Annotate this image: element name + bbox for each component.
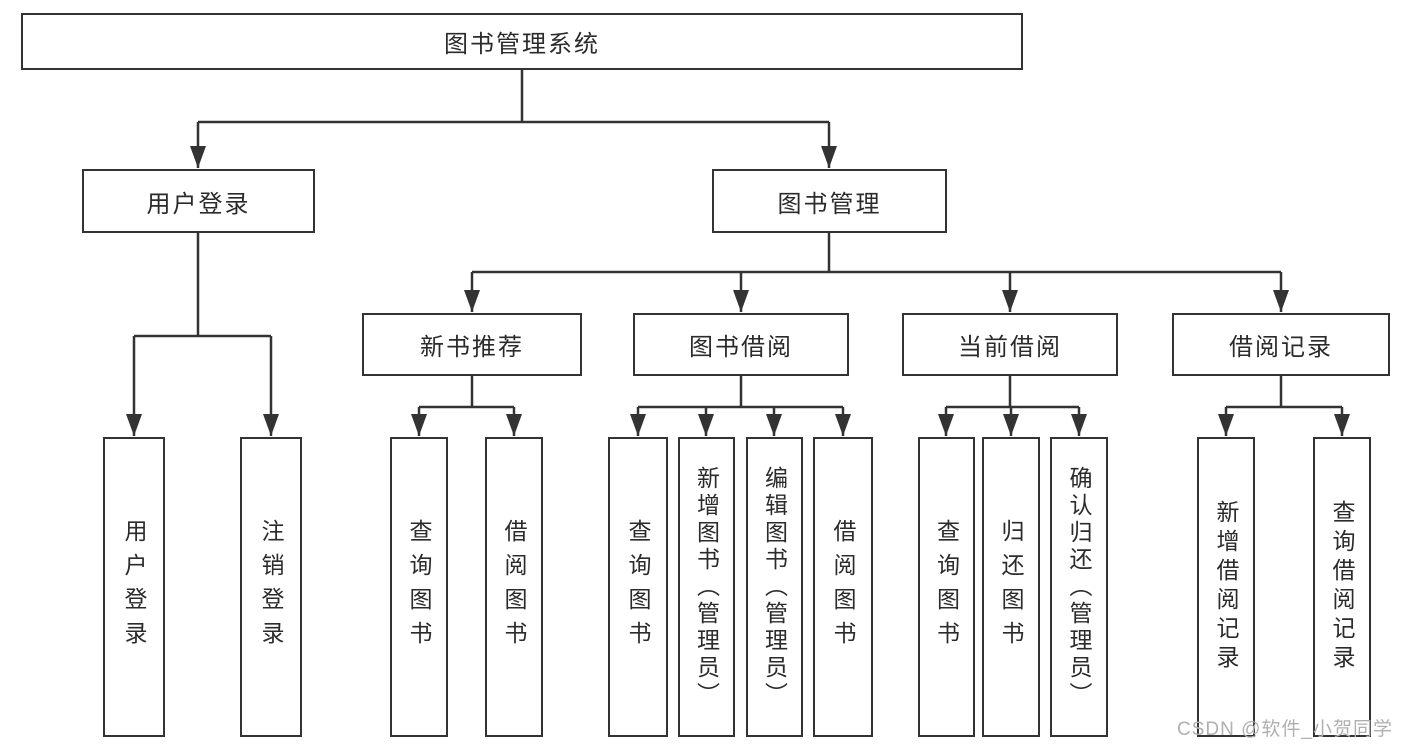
- leaf-cb-confirm-return-admin-label: 确认归还（管理员）: [1066, 465, 1092, 709]
- leaf-user-login-label: 用户登录: [121, 519, 147, 655]
- leaf-br-add-record-label: 新增借阅记录: [1213, 500, 1239, 674]
- leaf-user-login: 用户登录: [103, 437, 165, 737]
- leaf-cb-return-book-label: 归还图书: [998, 519, 1024, 655]
- node-root: 图书管理系统: [21, 13, 1023, 70]
- node-user-login-label: 用户登录: [146, 190, 251, 218]
- leaf-nbr-borrow-book: 借阅图书: [485, 437, 543, 737]
- leaf-bb-query-book: 查询图书: [608, 437, 668, 737]
- leaf-bb-edit-book-admin: 编辑图书（管理员）: [746, 437, 803, 737]
- node-borrow-record-label: 借阅记录: [1229, 334, 1333, 361]
- watermark: CSDN @软件_小贺同学: [1177, 719, 1393, 740]
- node-book-management-label: 图书管理: [777, 190, 882, 218]
- leaf-nbr-query-book: 查询图书: [390, 437, 448, 737]
- leaf-bb-add-book-admin-label: 新增图书（管理员）: [693, 465, 720, 709]
- leaf-bb-query-book-label: 查询图书: [625, 519, 651, 655]
- node-current-borrow: 当前借阅: [902, 313, 1118, 376]
- node-new-book-recommend-label: 新书推荐: [420, 334, 524, 361]
- node-user-login: 用户登录: [82, 169, 315, 233]
- node-book-management: 图书管理: [712, 169, 947, 233]
- node-book-borrow-label: 图书借阅: [689, 334, 793, 361]
- leaf-br-add-record: 新增借阅记录: [1197, 437, 1255, 737]
- leaf-br-query-record-label: 查询借阅记录: [1329, 500, 1355, 674]
- leaf-logout-label: 注销登录: [258, 519, 284, 655]
- leaf-bb-borrow-book: 借阅图书: [813, 437, 873, 737]
- leaf-cb-query-book-label: 查询图书: [933, 519, 960, 655]
- leaf-cb-query-book: 查询图书: [918, 437, 975, 737]
- leaf-bb-edit-book-admin-label: 编辑图书（管理员）: [761, 465, 788, 709]
- leaf-bb-add-book-admin: 新增图书（管理员）: [678, 437, 735, 737]
- leaf-cb-return-book: 归还图书: [982, 437, 1040, 737]
- leaf-logout: 注销登录: [240, 437, 302, 737]
- leaf-cb-confirm-return-admin: 确认归还（管理员）: [1050, 437, 1108, 737]
- leaf-br-query-record: 查询借阅记录: [1313, 437, 1371, 737]
- node-root-label: 图书管理系统: [444, 31, 600, 58]
- node-book-borrow: 图书借阅: [633, 313, 849, 376]
- leaf-bb-borrow-book-label: 借阅图书: [830, 519, 856, 655]
- arrowheads: [126, 146, 1350, 436]
- leaf-nbr-query-book-label: 查询图书: [406, 519, 432, 655]
- node-new-book-recommend: 新书推荐: [362, 313, 582, 376]
- node-borrow-record: 借阅记录: [1172, 313, 1390, 376]
- leaf-nbr-borrow-book-label: 借阅图书: [501, 519, 527, 655]
- node-current-borrow-label: 当前借阅: [958, 334, 1062, 361]
